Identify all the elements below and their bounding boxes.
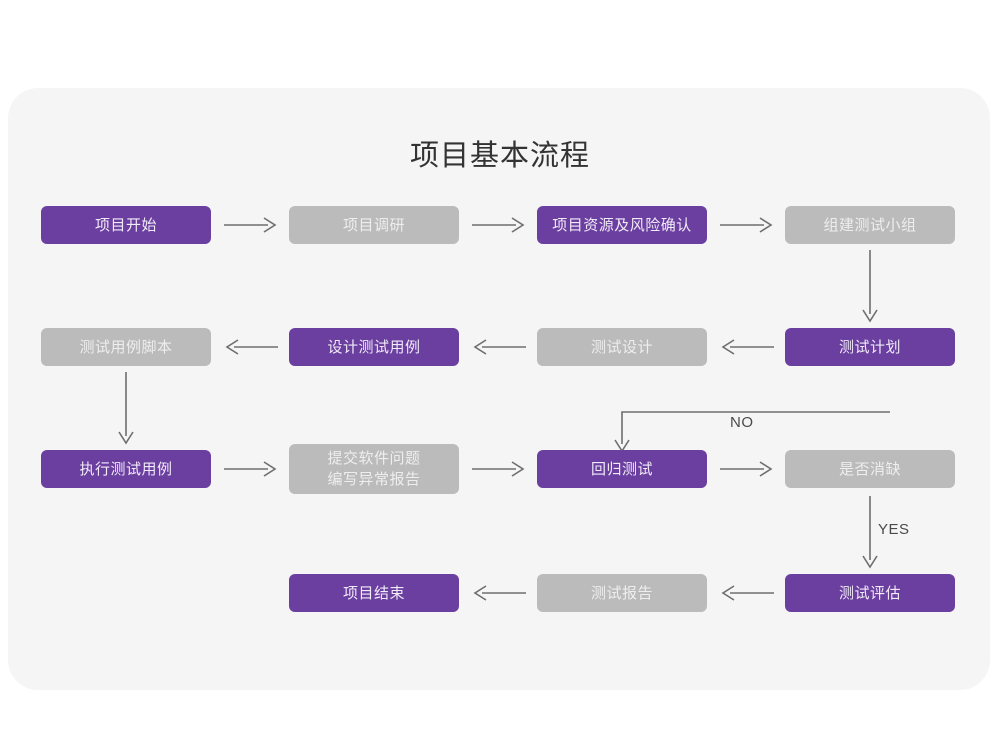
node-test-case-script[interactable]: 测试用例脚本 xyxy=(41,328,211,366)
node-test-plan[interactable]: 测试计划 xyxy=(785,328,955,366)
node-label: 测试用例脚本 xyxy=(79,338,173,356)
arrow-left-n15-n14 xyxy=(720,583,774,603)
node-label: 组建测试小组 xyxy=(823,216,917,234)
arrow-right-n9-n10 xyxy=(224,459,278,479)
node-design-test-case[interactable]: 设计测试用例 xyxy=(289,328,459,366)
node-label: 测试评估 xyxy=(838,584,901,602)
node-label: 测试计划 xyxy=(838,338,901,356)
node-resource-risk-confirm[interactable]: 项目资源及风险确认 xyxy=(537,206,707,244)
arrow-right-n10-n11 xyxy=(472,459,526,479)
node-project-end[interactable]: 项目结束 xyxy=(289,574,459,612)
page-title: 项目基本流程 xyxy=(409,140,590,172)
node-label: 执行测试用例 xyxy=(79,460,173,478)
node-test-design[interactable]: 测试设计 xyxy=(537,328,707,366)
arrow-left-n7-n6 xyxy=(472,337,526,357)
arrow-left-n14-n13 xyxy=(472,583,526,603)
node-label: 项目结束 xyxy=(342,584,405,602)
node-project-start[interactable]: 项目开始 xyxy=(41,206,211,244)
edge-label-no: NO xyxy=(730,414,754,431)
node-label: 测试报告 xyxy=(590,584,653,602)
arrow-down-n4-n8 xyxy=(860,250,880,324)
node-label: 提交软件问题 编写异常报告 xyxy=(327,450,421,488)
node-label: 设计测试用例 xyxy=(327,338,421,356)
node-label: 回归测试 xyxy=(590,460,653,478)
node-project-research[interactable]: 项目调研 xyxy=(289,206,459,244)
arrow-right-n1-n2 xyxy=(224,215,278,235)
arrow-right-n11-n12 xyxy=(720,459,774,479)
node-label: 项目调研 xyxy=(342,216,405,234)
node-test-report[interactable]: 测试报告 xyxy=(537,574,707,612)
arrow-right-n2-n3 xyxy=(472,215,526,235)
arrow-down-n12-n15 xyxy=(860,496,880,570)
node-execute-test-case[interactable]: 执行测试用例 xyxy=(41,450,211,488)
edge-label-yes: YES xyxy=(878,521,910,538)
node-defect-cleared[interactable]: 是否消缺 xyxy=(785,450,955,488)
arrow-left-n6-n5 xyxy=(224,337,278,357)
node-regression-test[interactable]: 回归测试 xyxy=(537,450,707,488)
node-label: 是否消缺 xyxy=(838,460,901,478)
node-submit-issue-report[interactable]: 提交软件问题 编写异常报告 xyxy=(289,444,459,494)
node-label: 项目开始 xyxy=(94,216,157,234)
arrow-right-n3-n4 xyxy=(720,215,774,235)
arrow-left-n8-n7 xyxy=(720,337,774,357)
node-label: 测试设计 xyxy=(590,338,653,356)
node-test-evaluation[interactable]: 测试评估 xyxy=(785,574,955,612)
node-form-test-team[interactable]: 组建测试小组 xyxy=(785,206,955,244)
arrow-down-n5-n9 xyxy=(116,372,136,446)
node-label: 项目资源及风险确认 xyxy=(552,216,692,234)
